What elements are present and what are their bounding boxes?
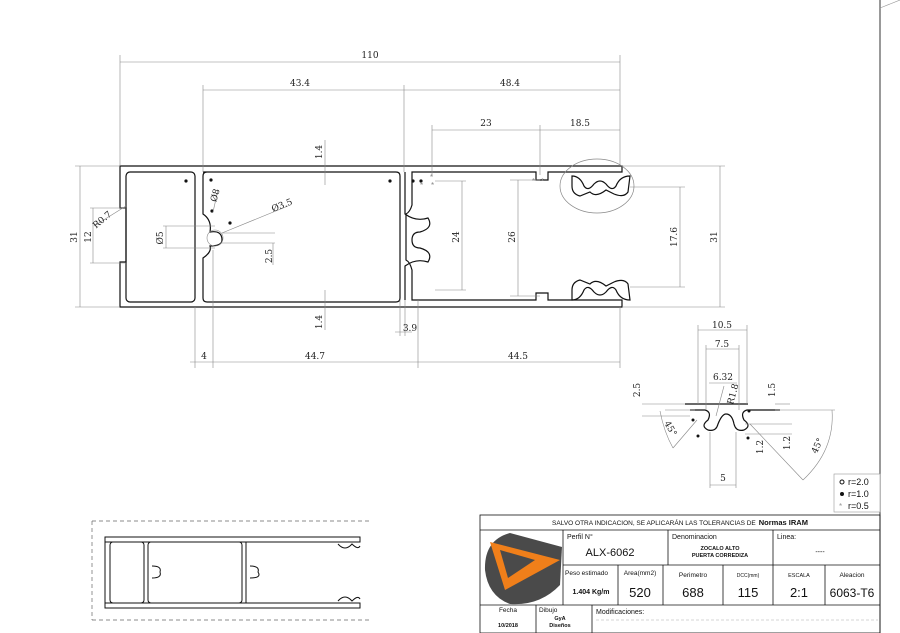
company-logo	[484, 533, 562, 605]
fecha-value: 10/2018	[498, 623, 518, 629]
dim-detail-right-h: 1.5	[768, 383, 778, 398]
svg-text:*: *	[431, 181, 434, 190]
detail-markers	[691, 409, 751, 440]
dim-clip-offset: 2.5	[265, 249, 275, 264]
perimetro-label: Perimetro	[679, 572, 708, 579]
thumbnail-view	[91, 520, 370, 621]
dim-notch-radius: R0.7	[91, 210, 114, 231]
detail-dimension-labels: 6.32 10.5 7.5 R1.8 2.5 1.5 45° 45° 1.2 1…	[633, 321, 826, 484]
dim-slot-to-edge: 18.5	[570, 119, 590, 129]
detail-callout-circle	[559, 158, 635, 214]
dibujo-line1: GyA	[554, 616, 565, 622]
dim-right-width: 48.4	[500, 79, 520, 89]
dim-height-right: 31	[710, 231, 720, 242]
denominacion-line1: ZOCALO ALTO	[700, 546, 740, 552]
dibujo-line2: Diseños	[549, 623, 570, 629]
aleacion-label: Aleacion	[840, 572, 865, 579]
dim-detail-lip1: 1.2	[756, 440, 766, 454]
dim-notch: 12	[84, 231, 94, 242]
linea-label: Linea:	[777, 534, 796, 541]
tolerance-line: SALVO OTRA INDICACION, SE APLICARÁN LAS …	[552, 518, 808, 527]
detail-dimension-lines	[642, 325, 835, 488]
escala-value: 2:1	[790, 585, 808, 600]
tolerance-note: SALVO OTRA INDICACION, SE APLICARÁN LAS …	[552, 518, 756, 527]
dim-wall-top: 1.4	[315, 145, 325, 160]
svg-text:*: *	[541, 177, 544, 186]
svg-text:*: *	[420, 181, 423, 190]
dim-detail-lip2: 1.2	[783, 436, 793, 450]
title-block-text: SALVO OTRA INDICACION, SE APLICARÁN LAS …	[498, 518, 875, 629]
peso-value: 1.404 Kg/m	[573, 589, 610, 596]
svg-text:*: *	[532, 177, 535, 186]
dim-detail-gap: 5	[720, 474, 726, 484]
svg-text:*: *	[430, 173, 433, 182]
dim-height-left: 31	[70, 231, 80, 242]
main-dimension-lines	[75, 55, 725, 368]
dim-detail-inner: 6.32	[713, 373, 733, 383]
dim-slot-span: 17.6	[670, 227, 680, 247]
legend-label: r=1.0	[848, 489, 869, 499]
detail-profile	[685, 403, 780, 431]
filled-dot-icon	[840, 492, 844, 496]
dim-right-section: 44.5	[508, 352, 528, 362]
main-dimension-labels: 110 43.4 48.4 23 18.5 31 12 R0.7 Ø8 Ø3.5…	[70, 51, 720, 362]
title-block	[479, 514, 881, 633]
dim-detail-angle-left: 45°	[661, 420, 678, 439]
radius-legend: * r=2.0 r=1.0 r=0.5	[833, 473, 881, 513]
dim-inner-h1: 24	[452, 231, 462, 243]
r05-markers: *****	[420, 173, 544, 190]
radius-markers	[184, 178, 423, 225]
dim-boss-dia: Ø8	[209, 187, 223, 203]
escala-label: ESCALA	[788, 573, 810, 579]
dim-left-width: 43.4	[290, 79, 310, 89]
legend-label: r=0.5	[848, 501, 869, 511]
dim-wall-bottom: 1.4	[315, 315, 325, 330]
dim-clip-dia: Ø5	[155, 231, 166, 244]
dim-overall-width: 110	[361, 51, 378, 61]
modificaciones-label: Modificaciones:	[596, 609, 644, 616]
fecha-label: Fecha	[499, 607, 517, 614]
dim-flange: 4	[201, 352, 207, 362]
tolerance-norm: Normas IRAM	[759, 518, 808, 527]
open-circle-icon	[839, 479, 845, 485]
dim-inner-h2: 26	[508, 231, 518, 243]
dibujo-label: Dibujo	[539, 607, 558, 614]
legend-label: r=2.0	[848, 477, 869, 487]
perimetro-value: 688	[682, 585, 704, 600]
dim-chamber-width: 44.7	[305, 352, 325, 362]
dim-slot-offset: 23	[480, 119, 492, 129]
area-value: 520	[629, 585, 651, 600]
perfil-label: Perfil N°	[567, 533, 593, 541]
aleacion-value: 6063-T6	[830, 586, 875, 600]
denominacion-label: Denominacion	[672, 534, 717, 541]
star-icon: *	[839, 502, 842, 511]
perfil-value: ALX-6062	[586, 547, 635, 559]
denominacion-line2: PUERTA CORREDIZA	[692, 553, 748, 559]
dcc-label: DCC(mm)	[737, 573, 760, 579]
dim-detail-outer: 10.5	[712, 321, 732, 331]
dcc-value: 115	[738, 585, 759, 600]
peso-label: Peso estimado	[565, 570, 608, 577]
dim-web: 3.9	[403, 324, 418, 334]
dim-detail-mid: 7.5	[715, 340, 730, 350]
dim-hole-dia: Ø3.5	[270, 196, 294, 214]
linea-value: ----	[815, 549, 825, 556]
dim-detail-left-h: 2.5	[633, 383, 643, 398]
area-label: Area(mm2)	[624, 570, 657, 577]
main-profile	[119, 165, 631, 308]
sheet-corner	[879, 0, 900, 9]
